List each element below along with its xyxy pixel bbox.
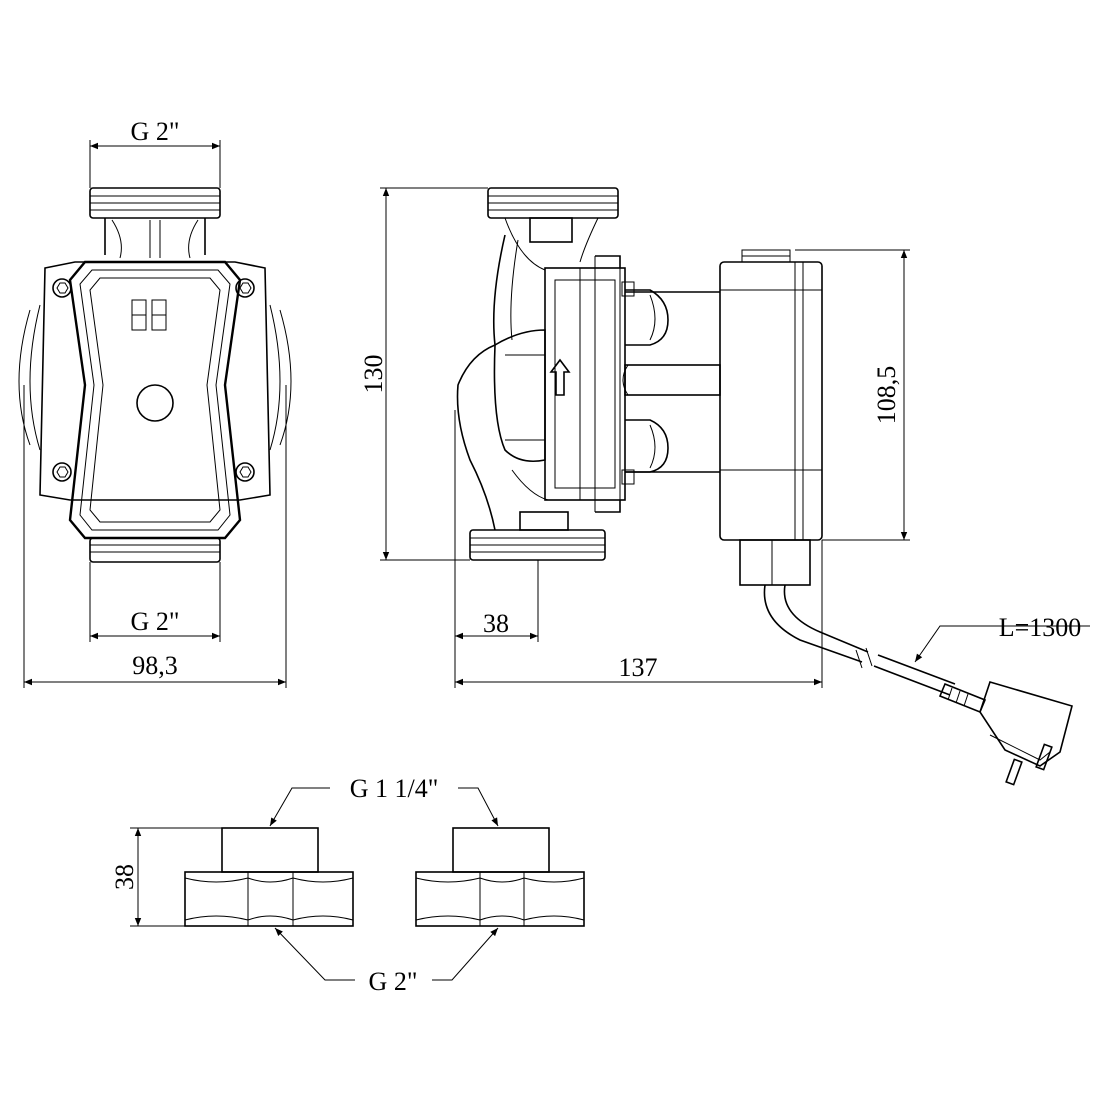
dim-label-side-length: 137 xyxy=(619,653,658,682)
dim-label-front-width: 98,3 xyxy=(132,651,178,680)
side-view: 130 108,5 38 137 L=1300 xyxy=(359,187,1090,786)
dim-fitting-inner-thread: G 1 1/4" xyxy=(269,774,499,827)
side-bottom-thread xyxy=(469,511,606,561)
fitting-left xyxy=(184,827,354,927)
flow-direction-arrow-icon xyxy=(549,358,571,396)
fitting-right xyxy=(415,827,585,927)
front-bottom-thread xyxy=(89,537,221,563)
dim-side-height: 130 xyxy=(359,187,488,561)
dim-front-top-thread: G 2" xyxy=(89,117,221,188)
front-control-panel xyxy=(68,260,242,540)
bolt-icon xyxy=(235,278,255,298)
dim-side-length: 137 xyxy=(455,540,823,688)
dim-fitting-height: 38 xyxy=(110,827,222,927)
power-cable xyxy=(763,584,1073,786)
bolt-icon xyxy=(52,462,72,482)
dim-side-inlet-offset: 38 xyxy=(454,410,539,688)
dim-side-motor-height: 108,5 xyxy=(795,249,910,541)
dim-label-side-motor-height: 108,5 xyxy=(872,366,901,425)
bolt-icon xyxy=(235,462,255,482)
dim-label-fitting-height: 38 xyxy=(110,864,139,890)
dim-front-bottom-thread: G 2" xyxy=(89,562,221,642)
dim-cable-length: L=1300 xyxy=(914,613,1090,663)
dim-label-side-inlet-offset: 38 xyxy=(483,609,509,638)
dim-label-fitting-outer-thread: G 2" xyxy=(369,967,418,996)
dim-label-side-height: 130 xyxy=(359,355,388,394)
side-motor-housing xyxy=(719,249,823,586)
dim-label-cable-length: L=1300 xyxy=(999,613,1082,642)
dim-label-front-bottom-thread: G 2" xyxy=(131,607,180,636)
side-top-thread xyxy=(487,187,619,271)
dim-fitting-outer-thread: G 2" xyxy=(274,927,499,996)
front-top-thread xyxy=(89,187,221,259)
front-view: G 2" G 2" 98,3 xyxy=(18,117,292,688)
front-housing-flange xyxy=(18,261,292,501)
side-flange xyxy=(544,255,669,513)
bolt-icon xyxy=(52,278,72,298)
side-motor-neck xyxy=(622,291,721,473)
display-digits-icon xyxy=(131,299,167,331)
control-knob-icon xyxy=(136,384,174,422)
dim-front-width: 98,3 xyxy=(23,385,287,688)
side-pump-body xyxy=(456,234,549,531)
dim-label-front-top-thread: G 2" xyxy=(131,117,180,146)
dim-label-fitting-inner-thread: G 1 1/4" xyxy=(350,774,439,803)
fittings-view: G 1 1/4" G 2" 38 xyxy=(110,774,585,996)
power-plug-icon xyxy=(938,681,1073,786)
